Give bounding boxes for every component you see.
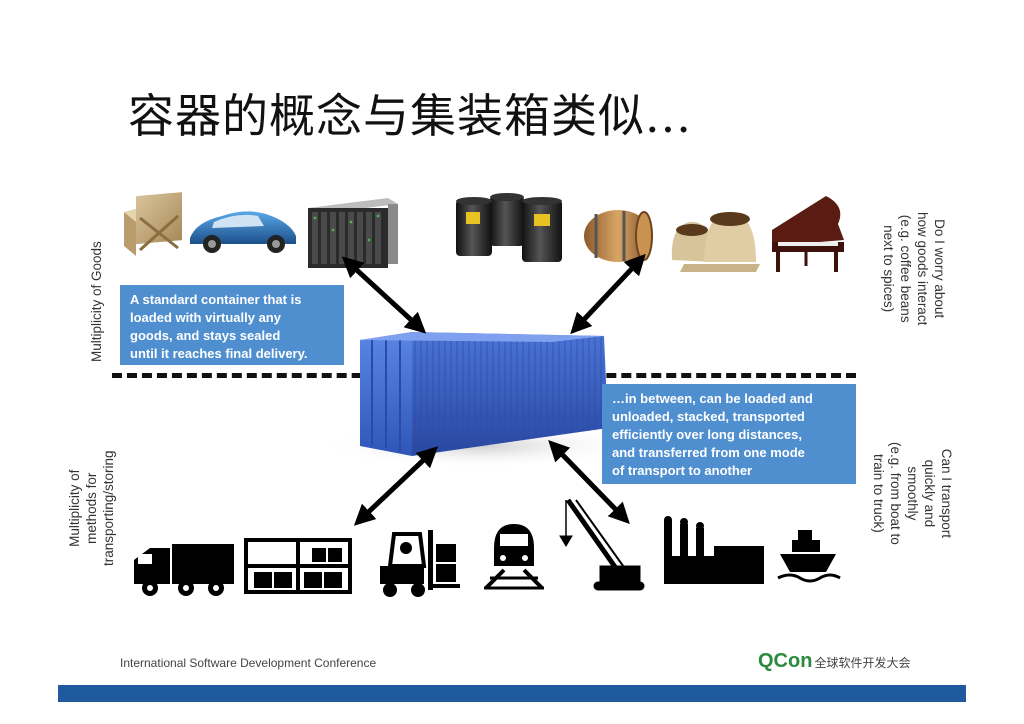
factory-icon [664, 516, 764, 584]
callout-line: A standard container that is [130, 292, 302, 307]
callout-standard-container: A standard container that is loaded with… [120, 285, 344, 365]
crate-icon [124, 192, 182, 256]
footer-conference: International Software Development Confe… [120, 656, 377, 670]
barrel-icon [584, 210, 653, 262]
callout-line: efficiently over long distances, [612, 427, 802, 442]
shipping-container [320, 332, 640, 468]
callout-line: …in between, can be loaded and [612, 391, 813, 406]
callout-line: until it reaches final delivery. [130, 346, 308, 361]
callout-line: unloaded, stacked, transported [612, 409, 805, 424]
callout-line: loaded with virtually any [130, 310, 281, 325]
train-icon [484, 524, 544, 590]
server-icon [308, 198, 398, 268]
callout-line: goods, and stays sealed [130, 328, 281, 343]
coffee-sacks-icon [671, 212, 760, 272]
shelving-icon [244, 538, 352, 594]
oil-drums-icon [456, 193, 562, 262]
callout-line: of transport to another [612, 463, 753, 478]
piano-icon [772, 196, 844, 272]
slide-title: 容器的概念与集装箱类似... [128, 89, 692, 143]
arrow-top-left [341, 256, 427, 334]
arrow-bottom-right [548, 439, 630, 525]
arrow-bottom-left [353, 446, 439, 526]
qcon-brand-cn: 全球软件开发大会 [814, 656, 911, 670]
arrow-top-right [570, 253, 646, 335]
callout-line: and transferred from one mode [612, 445, 805, 460]
truck-icon [134, 544, 234, 596]
footer-bar [58, 685, 966, 702]
qcon-brand: QCon [758, 650, 813, 672]
callout-in-between: …in between, can be loaded and unloaded,… [602, 384, 856, 484]
car-icon [190, 211, 296, 253]
forklift-icon [380, 530, 460, 597]
ship-icon [777, 530, 841, 583]
crane-icon [559, 498, 645, 591]
